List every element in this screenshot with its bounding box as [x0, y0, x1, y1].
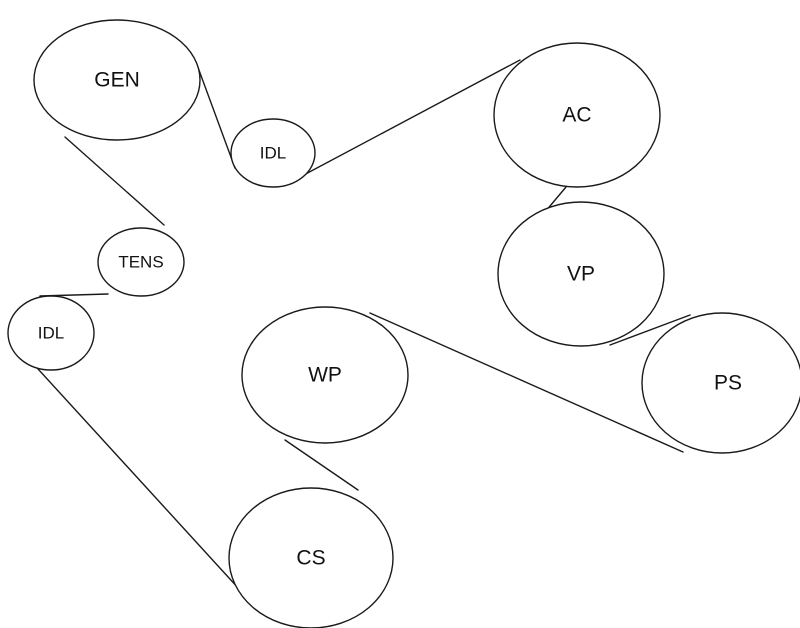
pulley-vp-circle: [497, 201, 665, 347]
pulley-idl-upper-circle: [230, 118, 316, 188]
belt-segment-gen-idl1: [195, 61, 236, 169]
pulley-idl-upper: IDL: [230, 118, 316, 188]
belt-segment-cs-idl2: [27, 357, 241, 591]
pulley-cs: CS: [228, 487, 394, 628]
pulley-ac-circle: [493, 42, 661, 188]
pulley-tens-label: TENS: [118, 253, 163, 272]
pulley-idl-lower: IDL: [7, 295, 95, 371]
pulley-idl-lower-circle: [7, 295, 95, 371]
pulley-wp-circle: [241, 306, 409, 444]
pulley-gen: GEN: [33, 19, 201, 141]
pulley-tens: TENS: [97, 227, 185, 297]
pulley-gen-circle: [33, 19, 201, 141]
pulley-ps-circle: [641, 312, 800, 454]
pulley-ps: PS: [641, 312, 800, 454]
pulley-gen-label: GEN: [94, 69, 140, 92]
pulley-wp-label: WP: [308, 364, 342, 387]
belt: [27, 59, 691, 591]
belt-segment-ps-wp: [369, 312, 684, 453]
belt-segment-vp-ps: [609, 314, 691, 346]
pulley-cs-circle: [228, 487, 394, 628]
pulley-ac-label: AC: [562, 104, 591, 127]
pulley-idl-upper-label: IDL: [260, 144, 286, 163]
pulley-idl-lower-label: IDL: [38, 324, 64, 343]
pulley-ps-label: PS: [714, 372, 742, 395]
pulley-ac: AC: [493, 42, 661, 188]
belt-segment-tens-gen: [64, 136, 165, 226]
pulley-cs-label: CS: [296, 547, 325, 570]
pulley-wp: WP: [241, 306, 409, 444]
pulley-tens-circle: [97, 227, 185, 297]
belt-segment-idl1-ac: [299, 59, 521, 178]
pulley-vp: VP: [497, 201, 665, 347]
belt-segment-wp-cs: [284, 439, 359, 491]
pulley-vp-label: VP: [567, 263, 595, 286]
